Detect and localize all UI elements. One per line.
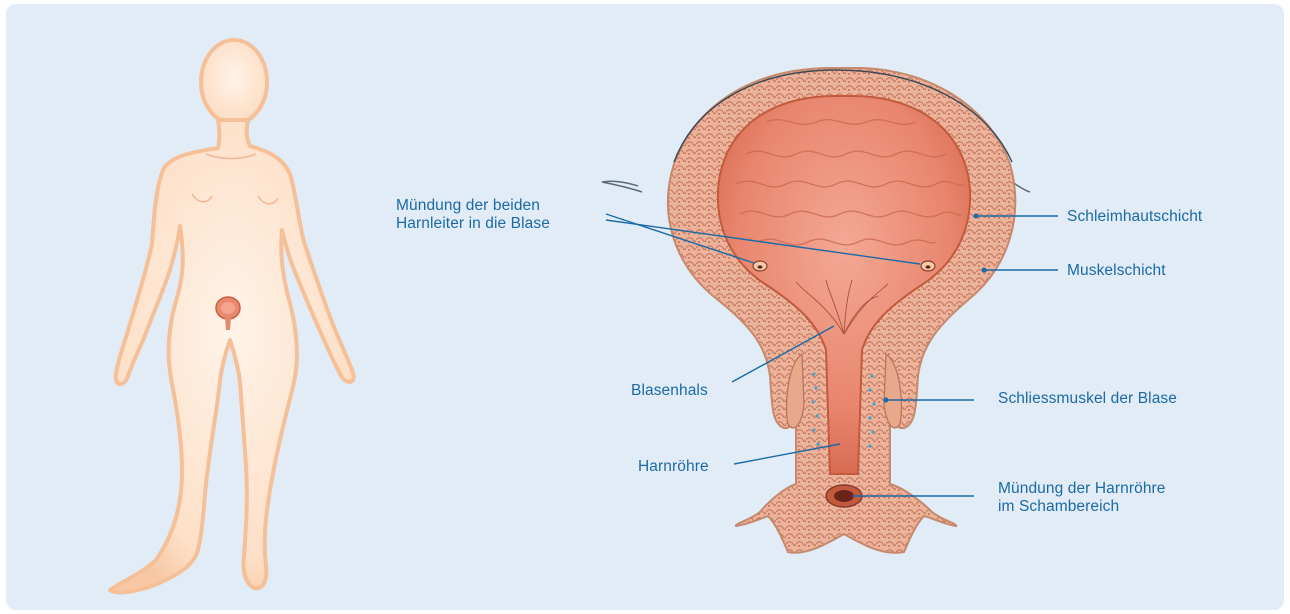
label-ureter-openings: Mündung der beiden Harnleiter in die Bla… [396, 197, 550, 233]
label-bladder-neck: Blasenhals [631, 382, 708, 400]
label-urethra: Harnröhre [638, 458, 709, 476]
label-ureter-openings-line1: Mündung der beiden [396, 197, 550, 215]
label-mucosa-layer: Schleimhautschicht [1067, 208, 1202, 226]
ureter-opening-left [753, 261, 767, 271]
ureter-opening-right [921, 261, 935, 271]
label-urethra-opening-line2: im Schambereich [998, 498, 1166, 516]
peritoneum-left [602, 181, 642, 192]
label-muscle-layer: Muskelschicht [1067, 262, 1166, 280]
bladder-cross-section-diagram [6, 4, 1284, 610]
label-urethra-opening-line1: Mündung der Harnröhre [998, 480, 1166, 498]
label-sphincter: Schliessmuskel der Blase [998, 390, 1177, 408]
label-ureter-openings-line2: Harnleiter in die Blase [396, 215, 550, 233]
diagram-panel: Mündung der beiden Harnleiter in die Bla… [6, 4, 1284, 610]
label-urethra-opening: Mündung der Harnröhre im Schambereich [998, 480, 1166, 516]
